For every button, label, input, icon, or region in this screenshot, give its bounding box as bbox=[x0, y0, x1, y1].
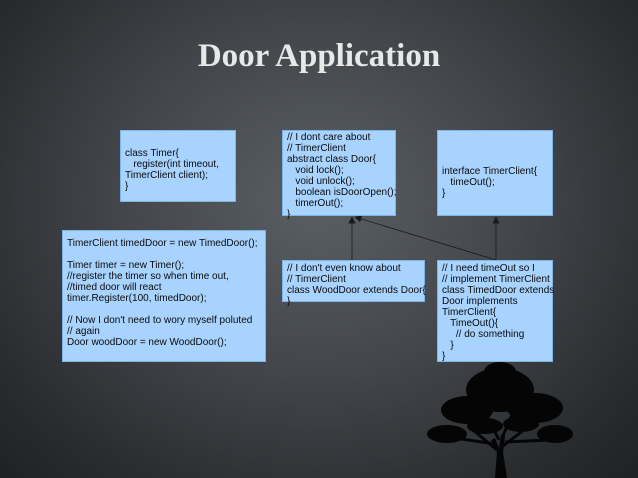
timerclient-interface-box: interface TimerClient{ timeOut(); } bbox=[437, 130, 553, 216]
timeddoor-to-door-arrow bbox=[354, 215, 497, 261]
tree-silhouette-decoration bbox=[427, 362, 573, 478]
client-code-box: TimerClient timedDoor = new TimedDoor();… bbox=[62, 230, 266, 362]
wooddoor-class-box: // I don't even know about // TimerClien… bbox=[282, 260, 426, 307]
door-abstract-class-box: // I dont care about // TimerClient abst… bbox=[282, 130, 397, 220]
timeddoor-class-box: // I need timeOut so I // implement Time… bbox=[437, 260, 554, 362]
slide-title: Door Application bbox=[197, 38, 441, 74]
timer-class-box: class Timer{ register(int timeout, Timer… bbox=[120, 130, 236, 202]
